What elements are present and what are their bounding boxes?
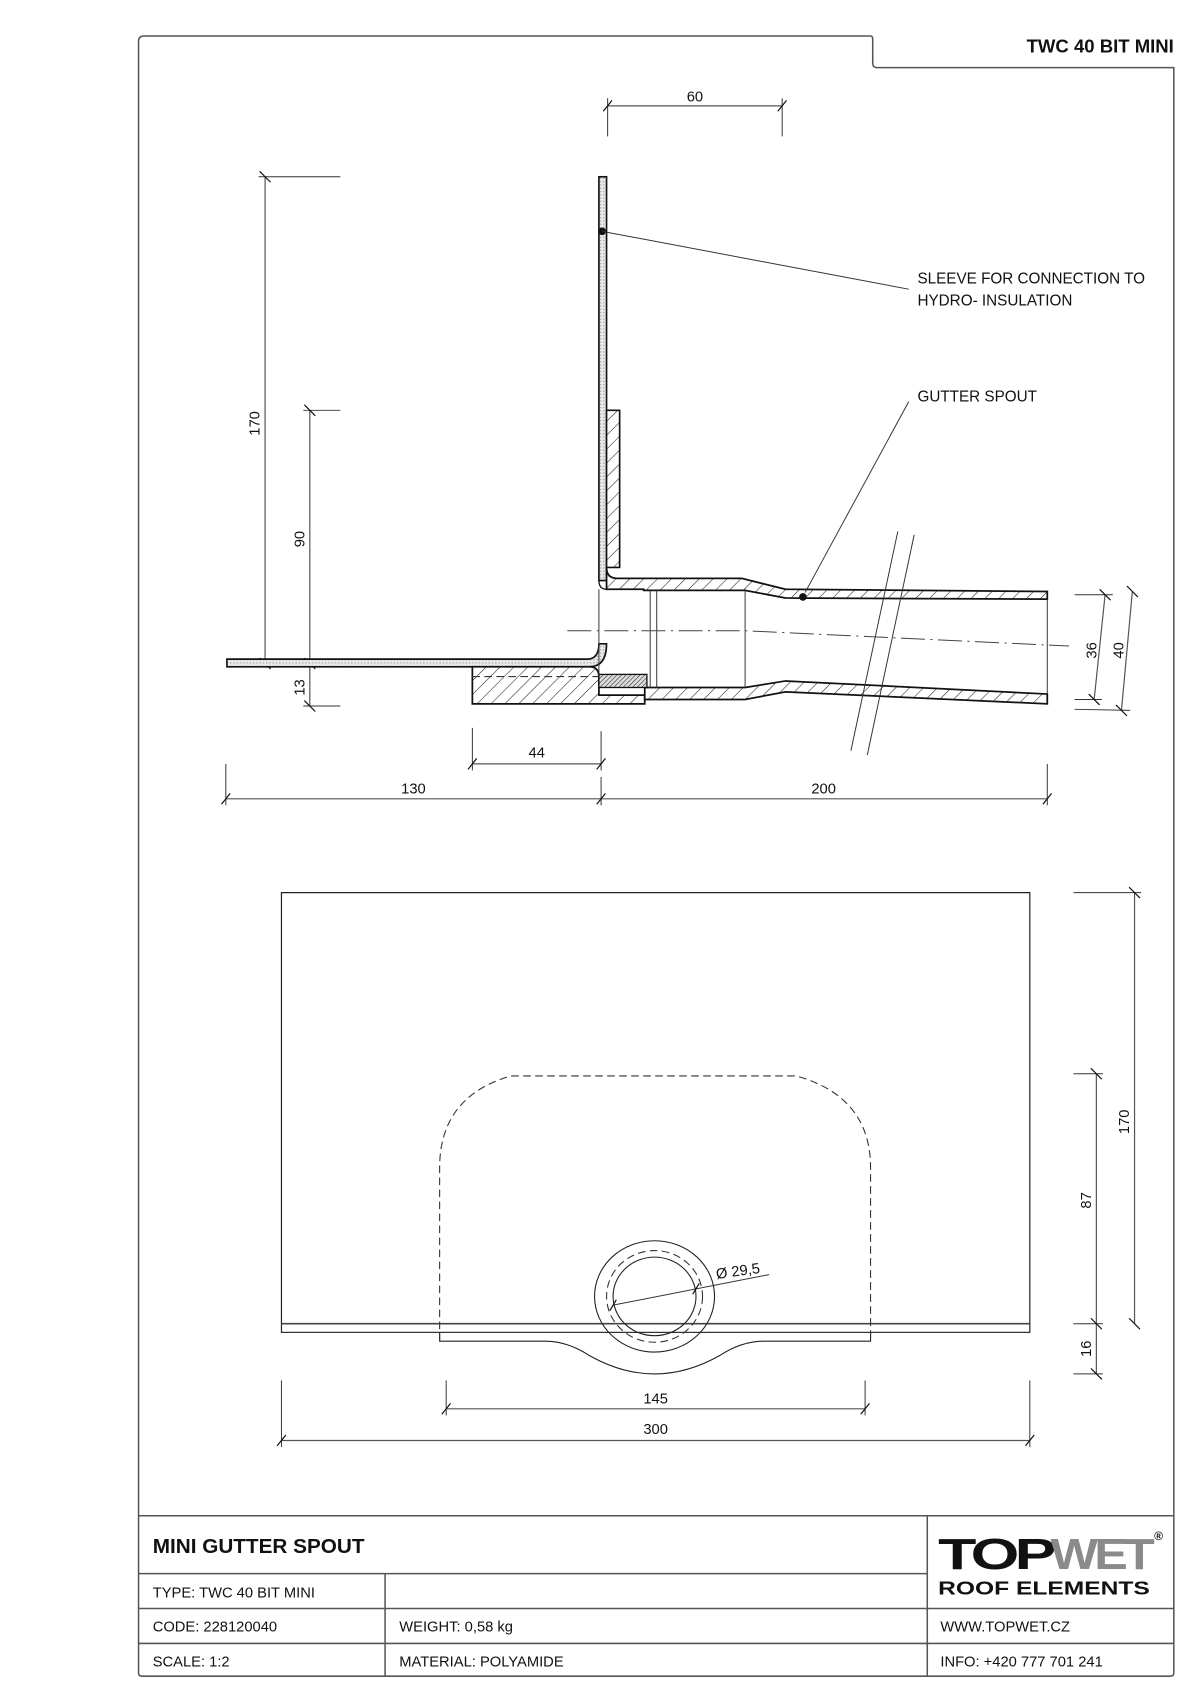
topwet-logo: TOP WET ® ROOF ELEMENTS — [938, 1529, 1163, 1599]
weight-cell: WEIGHT: 0,58 kg — [399, 1619, 513, 1635]
svg-text:130: 130 — [401, 781, 426, 797]
section-view: 60 170 90 13 — [220, 89, 1145, 806]
wall-hatch — [605, 409, 621, 569]
plan-view: Ø 29,5 170 87 16 145 — [276, 886, 1142, 1448]
dim-plan-inner-width: 145 — [441, 1380, 870, 1416]
svg-text:13: 13 — [292, 679, 308, 695]
callout-gutter-spout: GUTTER SPOUT — [799, 389, 1037, 601]
title-block: MINI GUTTER SPOUT TYPE: TWC 40 BIT MINI … — [138, 1514, 1174, 1677]
svg-text:145: 145 — [643, 1391, 668, 1407]
dim-step-width: 44 — [467, 727, 606, 771]
svg-text:16: 16 — [1079, 1341, 1095, 1357]
drawing-title: MINI GUTTER SPOUT — [153, 1535, 365, 1558]
dim-height-total: 170 — [248, 170, 341, 670]
svg-text:GUTTER SPOUT: GUTTER SPOUT — [917, 389, 1037, 406]
dim-top-width: 60 — [602, 89, 788, 137]
svg-text:60: 60 — [687, 89, 703, 105]
svg-text:ROOF ELEMENTS: ROOF ELEMENTS — [938, 1578, 1150, 1598]
svg-text:300: 300 — [643, 1422, 668, 1438]
svg-text:90: 90 — [292, 531, 308, 547]
pipe-bottom-wall — [643, 680, 1049, 705]
svg-text:87: 87 — [1079, 1192, 1095, 1208]
callout-sleeve: SLEEVE FOR CONNECTION TO HYDRO- INSULATI… — [598, 227, 1145, 310]
svg-text:170: 170 — [1117, 1110, 1133, 1135]
svg-text:Ø 29,5: Ø 29,5 — [715, 1261, 761, 1283]
dim-plan-height-outlet: 87 16 — [1073, 1067, 1103, 1380]
svg-text:44: 44 — [529, 745, 545, 761]
svg-text:TOP: TOP — [938, 1530, 1055, 1579]
dim-overall-length: 130 200 — [220, 763, 1053, 806]
outlet-hidden-outline — [439, 1075, 872, 1342]
centerline — [567, 630, 1070, 647]
sheet-frame — [137, 35, 1175, 1677]
pipe-top-wall — [605, 567, 1049, 600]
dim-plan-total-width: 300 — [276, 1380, 1035, 1448]
dim-outlet-diameter: Ø 29,5 — [609, 1261, 770, 1311]
svg-text:®: ® — [1154, 1529, 1163, 1543]
website-link[interactable]: WWW.TOPWET.CZ — [940, 1619, 1070, 1635]
sleeve-wall — [598, 175, 608, 582]
svg-text:200: 200 — [811, 781, 836, 797]
svg-text:HYDRO- INSULATION: HYDRO- INSULATION — [917, 293, 1072, 310]
gasket — [598, 673, 648, 689]
scale-cell: SCALE: 1:2 — [153, 1654, 230, 1670]
svg-text:SLEEVE FOR CONNECTION TO: SLEEVE FOR CONNECTION TO — [917, 271, 1145, 288]
dim-diameters: 36 40 — [1074, 585, 1139, 717]
svg-text:36: 36 — [1084, 642, 1100, 658]
flange — [226, 643, 608, 668]
plan-outline — [280, 892, 1031, 1334]
dim-flange-offset: 13 — [292, 679, 341, 712]
header-product-code: TWC 40 BIT MINI — [1027, 35, 1174, 56]
svg-text:WET: WET — [1051, 1530, 1156, 1579]
dim-plan-height-total: 170 — [1073, 886, 1142, 1330]
type-cell: TYPE: TWC 40 BIT MINI — [153, 1586, 315, 1602]
material-cell: MATERIAL: POLYAMIDE — [399, 1654, 564, 1670]
code-cell: CODE: 228120040 — [153, 1619, 277, 1635]
svg-text:170: 170 — [248, 411, 264, 436]
info-phone: INFO: +420 777 701 241 — [940, 1654, 1102, 1670]
svg-text:40: 40 — [1112, 642, 1128, 658]
